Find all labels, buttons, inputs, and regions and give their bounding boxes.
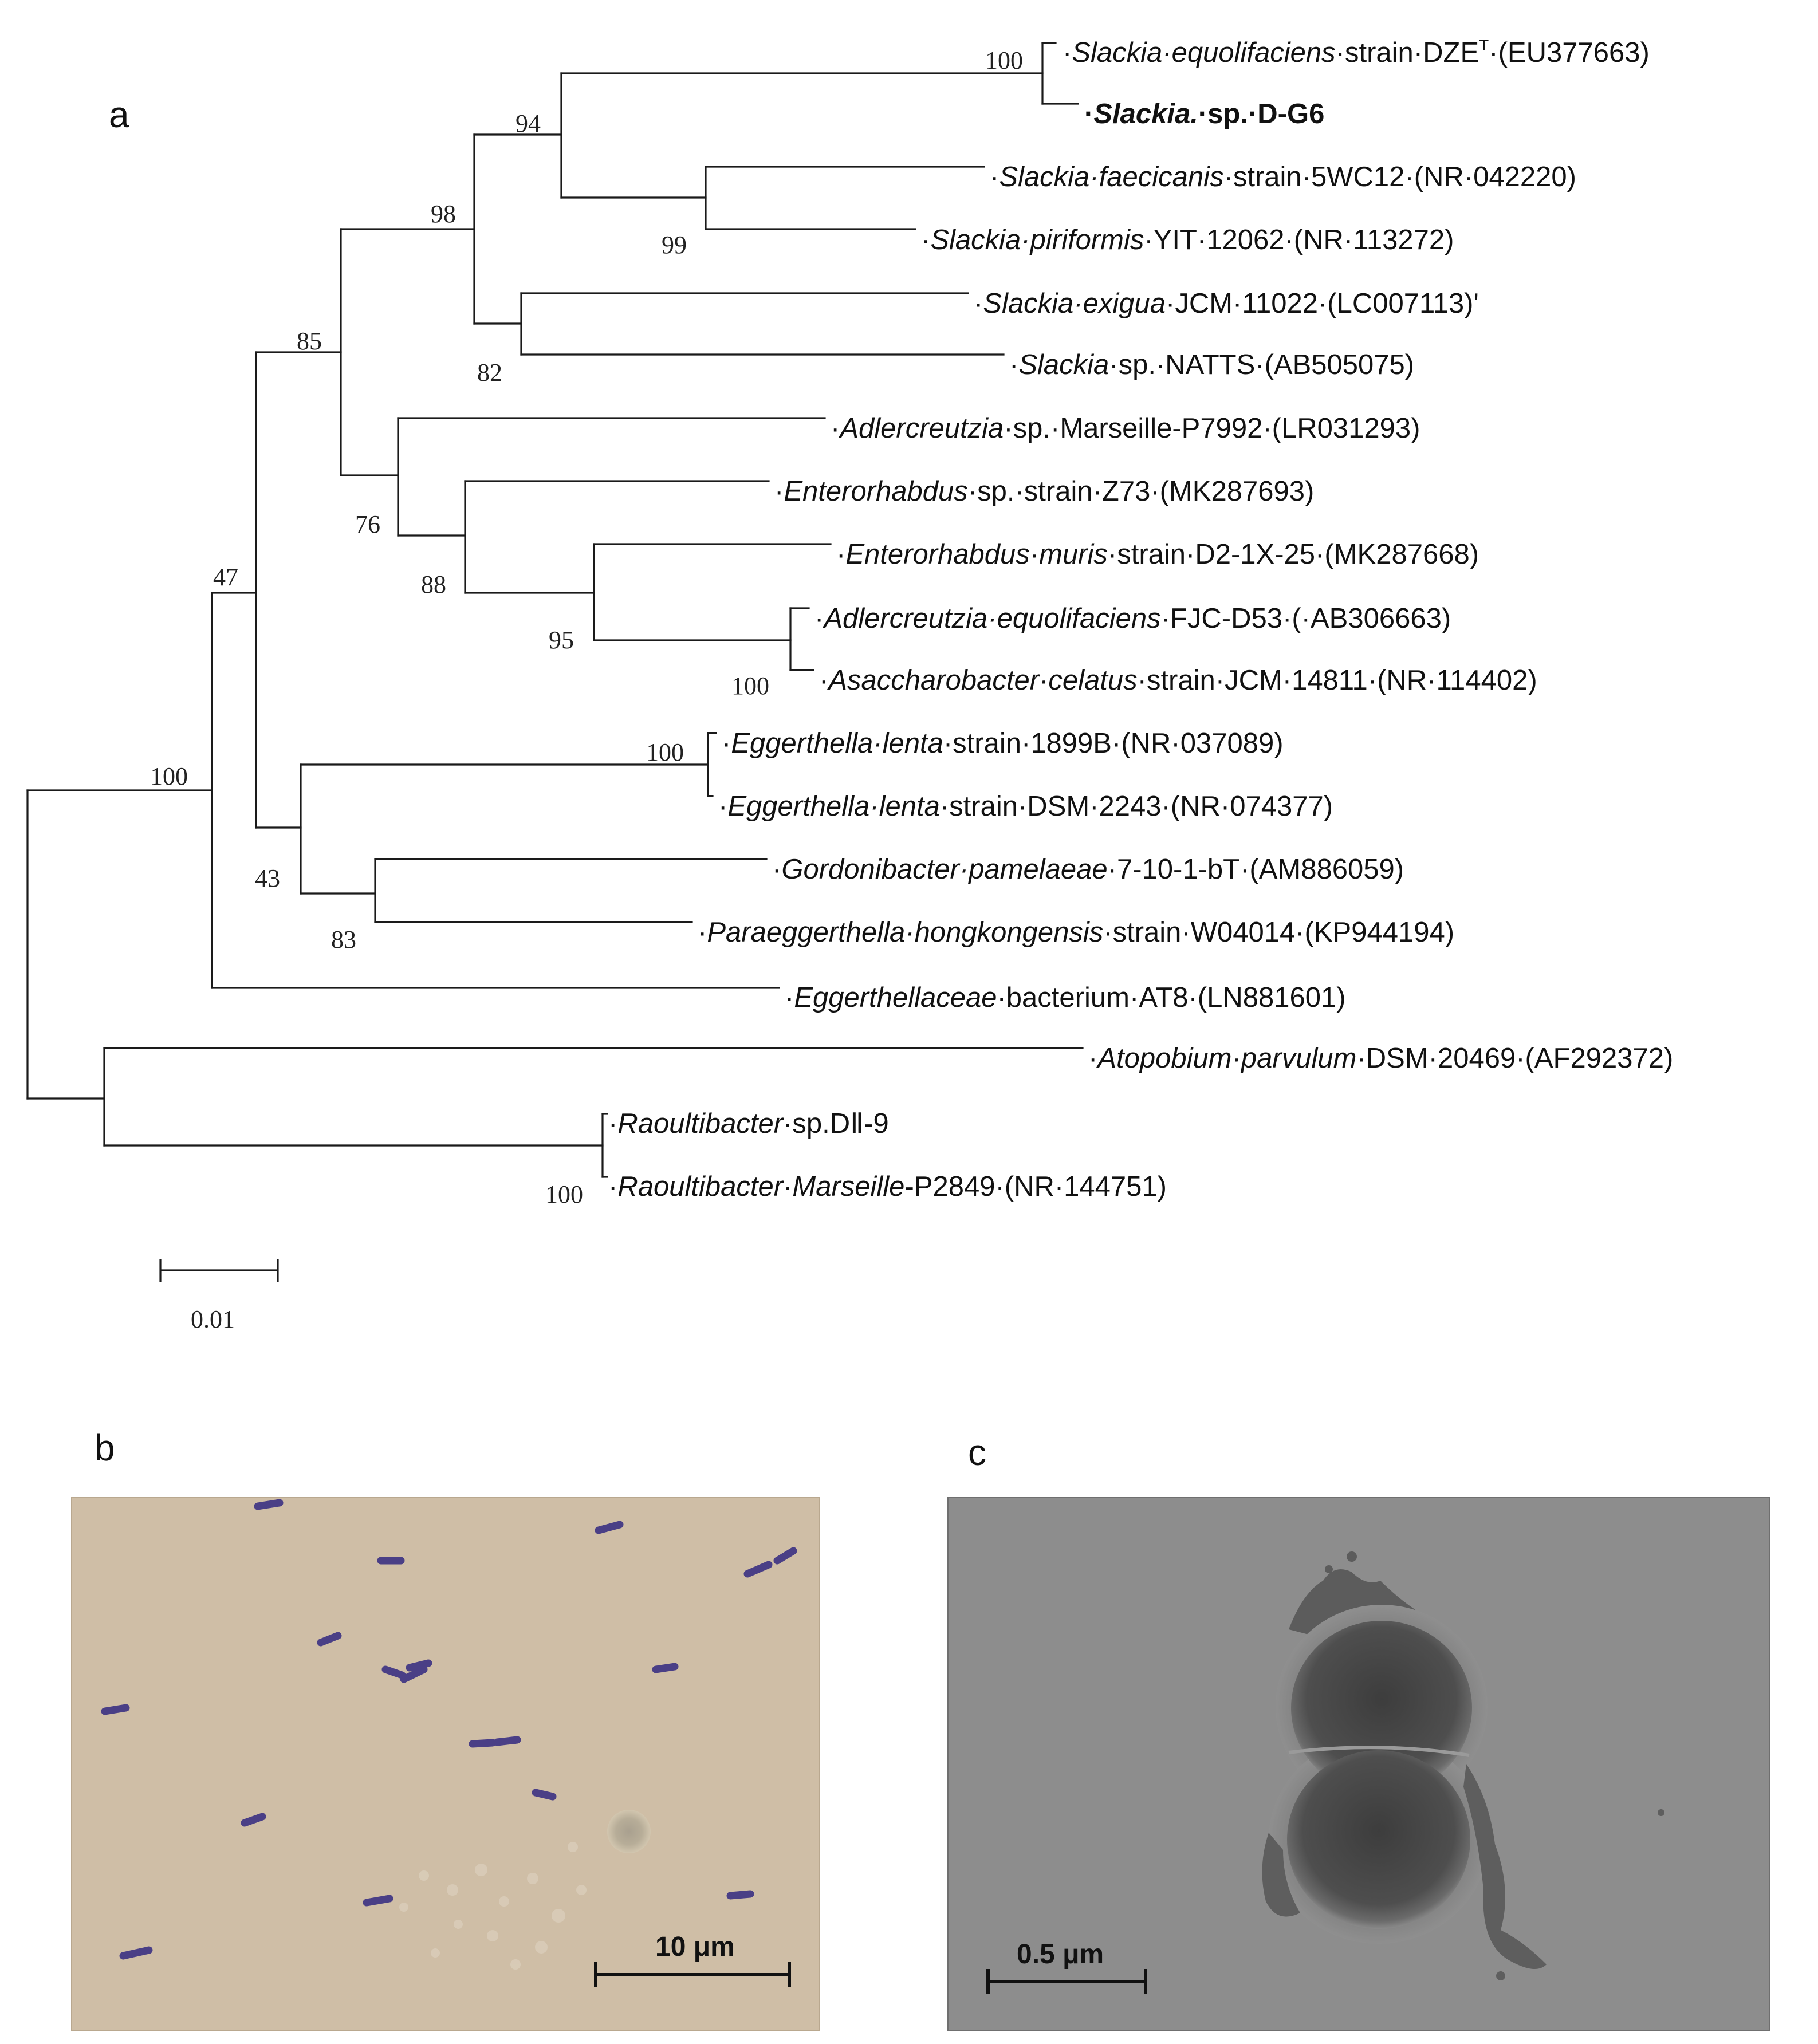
bootstrap-values: 100 94 99 98 82 85 76 88 95 100 47 100 4… xyxy=(150,46,1023,1208)
leaf-label: ·Enterorhabdus·muris·strain·D2-1X-25·(MK… xyxy=(836,539,1479,570)
micrograph-b-scale-label: 10 μm xyxy=(655,1932,735,1962)
bootstrap-label: 83 xyxy=(331,925,356,954)
tem-micrograph: 0.5 μm xyxy=(947,1497,1770,2031)
tree-scale-label: 0.01 xyxy=(191,1305,235,1333)
bootstrap-label: 100 xyxy=(731,672,769,700)
leaf-label: ·Slackia·equolifaciens·strain·DZET·(EU37… xyxy=(1063,36,1650,68)
leaf-label: ·Atopobium·parvulum·DSM·20469·(AF292372) xyxy=(1088,1043,1673,1074)
light-micrograph: 10 μm xyxy=(71,1497,820,2031)
leaf-label: ·Eggerthellaceae·bacterium·AT8·(LN881601… xyxy=(785,982,1346,1013)
micrograph-c-scale-label: 0.5 μm xyxy=(1017,1939,1104,1970)
bootstrap-label: 85 xyxy=(297,327,322,355)
bootstrap-label: 47 xyxy=(213,563,238,591)
bootstrap-label: 76 xyxy=(355,510,380,538)
bootstrap-label: 98 xyxy=(431,200,456,228)
leaf-label: ·Enterorhabdus·sp.·strain·Z73·(MK287693) xyxy=(774,476,1314,507)
leaf-label: ·Asaccharobacter·celatus·strain·JCM·1481… xyxy=(819,665,1537,696)
bootstrap-label: 100 xyxy=(545,1180,583,1208)
leaf-label: ·Slackia·faecicanis·strain·5WC12·(NR·042… xyxy=(990,162,1576,192)
bootstrap-label: 100 xyxy=(150,762,188,790)
bootstrap-label: 82 xyxy=(477,359,502,387)
leaf-label: ·Adlercreutzia·equolifaciens·FJC-D53·(·A… xyxy=(814,603,1451,634)
bootstrap-label: 88 xyxy=(421,570,446,598)
bootstrap-label: 43 xyxy=(255,864,280,892)
leaf-label: ·Raoultibacter·Marseille-P2849·(NR·14475… xyxy=(608,1171,1167,1202)
bootstrap-label: 100 xyxy=(646,738,684,766)
leaf-label-highlighted: ·Slackia.·sp.·D-G6 xyxy=(1084,99,1324,129)
leaf-label: ·Raoultibacter·sp.DⅡ-9 xyxy=(608,1108,889,1139)
leaf-label: ·Eggerthella·lenta·strain·DSM·2243·(NR·0… xyxy=(718,791,1333,822)
bootstrap-label: 94 xyxy=(516,109,541,137)
leaf-label: ·Eggerthella·lenta·strain·1899B·(NR·0370… xyxy=(722,728,1284,759)
leaf-label: ·Slackia·sp.·NATTS·(AB505075) xyxy=(1009,349,1414,380)
leaf-label: ·Paraeggerthella·hongkongensis·strain·W0… xyxy=(698,917,1454,948)
panel-label-a: a xyxy=(109,94,129,135)
panel-label-c: c xyxy=(968,1432,986,1473)
tree-scale-bar xyxy=(159,1259,279,1282)
phylogenetic-tree xyxy=(26,42,1084,1178)
bootstrap-label: 100 xyxy=(985,46,1023,74)
leaf-label: ·Gordonibacter·pamelaeae·7-10-1-bT·(AM88… xyxy=(772,854,1404,885)
leaf-label: ·Slackia·piriformis·YIT·12062·(NR·113272… xyxy=(921,225,1454,255)
bootstrap-label: 99 xyxy=(662,231,687,259)
bootstrap-label: 95 xyxy=(549,626,574,654)
tree-leaf-labels: ·Slackia·equolifaciens·strain·DZET·(EU37… xyxy=(608,36,1673,1202)
leaf-label: ·Adlercreutzia·sp.·Marseille-P7992·(LR03… xyxy=(831,413,1420,444)
panel-label-b: b xyxy=(95,1427,115,1468)
leaf-label: ·Slackia·exigua·JCM·11022·(LC007113)' xyxy=(974,288,1479,319)
